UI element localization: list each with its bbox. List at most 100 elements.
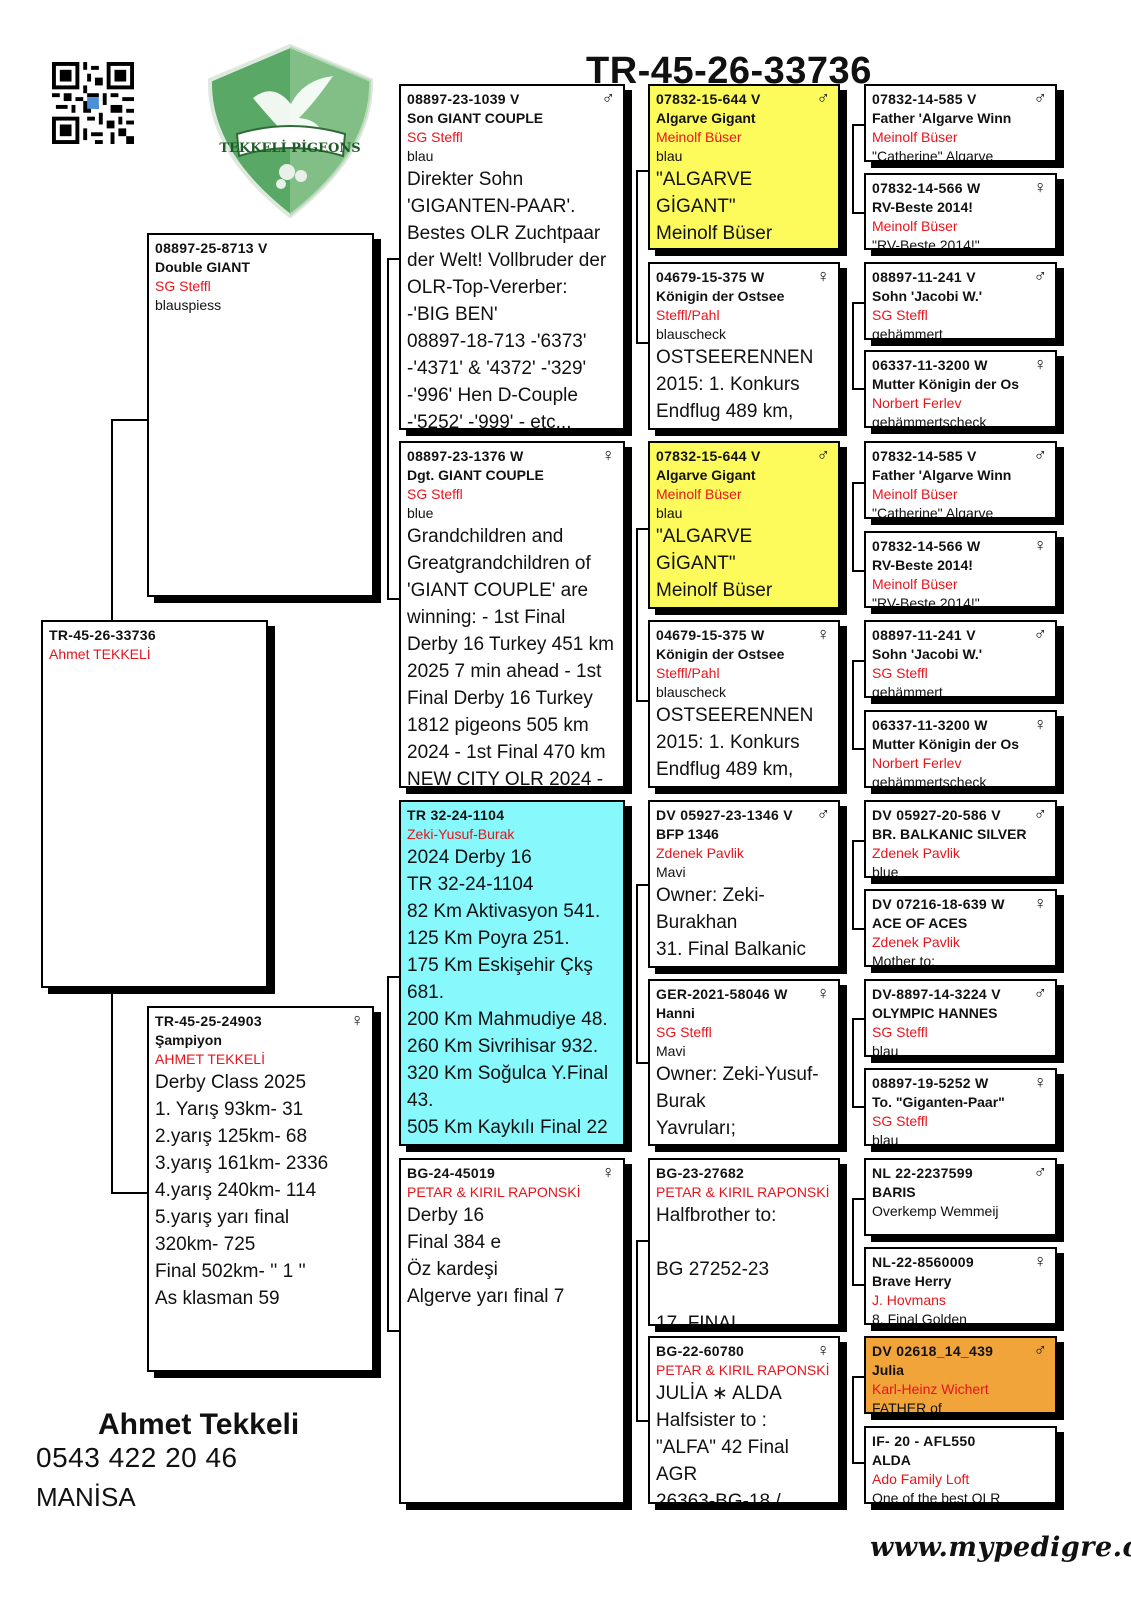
- ring-number: NL-22-8560009: [872, 1254, 974, 1270]
- dss-card[interactable]: ♂ DV 05927-23-1346 V BFP 1346 Zdenek Pav…: [648, 800, 840, 968]
- pigeon-name: RV-Beste 2014!: [872, 557, 973, 573]
- female-icon: ♀: [1033, 1251, 1048, 1271]
- g4-card-4[interactable]: ♀ 06337-11-3200 W Mutter Königin der Os …: [864, 350, 1057, 428]
- g4-card-14[interactable]: ♀ NL-22-8560009 Brave Herry J. Hovmans 8…: [864, 1247, 1057, 1325]
- ring-number: 04679-15-375 W: [656, 627, 765, 643]
- pigeon-name: Königin der Ostsee: [656, 646, 785, 662]
- pigeon-name: ALDA: [872, 1452, 911, 1468]
- color: blue: [872, 864, 899, 878]
- ring-number: NL 22-2237599: [872, 1165, 973, 1181]
- g4-card-9[interactable]: ♂ DV 05927-20-586 V BR. BALKANIC SILVER …: [864, 800, 1057, 878]
- pigeon-name: Hanni: [656, 1005, 695, 1021]
- color: blau: [656, 505, 683, 521]
- subject-card[interactable]: TR-45-26-33736 Ahmet TEKKELİ: [41, 620, 268, 988]
- male-icon: ♂: [1033, 624, 1048, 644]
- breeder: Zeki-Yusuf-Burak: [407, 826, 515, 842]
- male-icon: ♂: [1033, 88, 1048, 108]
- ring-number: BG-24-45019: [407, 1165, 496, 1181]
- male-icon: ♂: [1033, 266, 1048, 286]
- male-icon: ♂: [1033, 445, 1048, 465]
- color: gehämmert: [872, 684, 943, 698]
- sdd-card[interactable]: ♀ 04679-15-375 W Königin der Ostsee Stef…: [648, 620, 840, 788]
- breeder: Karl-Heinz Wichert: [872, 1381, 989, 1397]
- color: "Catherine" Algarve: [872, 505, 994, 519]
- g4-card-5[interactable]: ♂ 07832-14-585 V Father 'Algarve Winn Me…: [864, 441, 1057, 519]
- sire-card[interactable]: 08897-25-8713 V Double GIANT SG Steffl b…: [147, 233, 374, 597]
- ring-number: BG-22-60780: [656, 1343, 745, 1359]
- female-icon: ♀: [1033, 535, 1048, 555]
- ring-number: TR 32-24-1104: [407, 807, 505, 823]
- g4-card-7[interactable]: ♂ 08897-11-241 V Sohn 'Jacobi W.' SG Ste…: [864, 620, 1057, 698]
- breeder: Meinolf Büser: [872, 576, 958, 592]
- ssd-card[interactable]: ♀ 04679-15-375 W Königin der Ostsee Stef…: [648, 262, 840, 430]
- pigeon-name: Brave Herry: [872, 1273, 952, 1289]
- breeder: SG Steffl: [872, 1024, 928, 1040]
- ring-number: BG-23-27682: [656, 1165, 745, 1181]
- dsd-card[interactable]: ♀ GER-2021-58046 W Hanni SG Steffl Mavi …: [648, 979, 840, 1146]
- pigeon-name: OLYMPIC HANNES: [872, 1005, 998, 1021]
- g4-card-16[interactable]: IF- 20 - AFL550 ALDA Ado Family Loft One…: [864, 1426, 1057, 1504]
- g4-card-3[interactable]: ♂ 08897-11-241 V Sohn 'Jacobi W.' SG Ste…: [864, 262, 1057, 340]
- pigeon-name: RV-Beste 2014!: [872, 199, 973, 215]
- breeder: SG Steffl: [407, 129, 463, 145]
- color: blau: [872, 1132, 899, 1146]
- g4-card-8[interactable]: ♀ 06337-11-3200 W Mutter Königin der Os …: [864, 710, 1057, 788]
- ring-number: DV 05927-20-586 V: [872, 807, 1001, 823]
- pigeon-name: BFP 1346: [656, 826, 719, 842]
- website-link[interactable]: www.mypedigre.com: [870, 1532, 1131, 1563]
- ring-number: 07832-15-644 V: [656, 448, 761, 464]
- g4-card-1[interactable]: ♂ 07832-14-585 V Father 'Algarve Winn Me…: [864, 84, 1057, 162]
- ring-number: 07832-14-566 W: [872, 180, 981, 196]
- breeder: Zdenek Pavlik: [872, 845, 960, 861]
- breeder: Steffl/Pahl: [656, 665, 720, 681]
- g4-card-2[interactable]: ♀ 07832-14-566 W RV-Beste 2014! Meinolf …: [864, 173, 1057, 250]
- sds-card[interactable]: ♂ 07832-15-644 V Algarve Gigant Meinolf …: [648, 441, 840, 609]
- ring-number: GER-2021-58046 W: [656, 986, 788, 1002]
- breeder: PETAR & KIRIL RAPONSKİ: [407, 1184, 581, 1200]
- pigeon-name: Father 'Algarve Winn: [872, 110, 1012, 126]
- female-icon: ♀: [816, 983, 831, 1003]
- g4-card-10[interactable]: ♀ DV 07216-18-639 W ACE OF ACES Zdenek P…: [864, 889, 1057, 967]
- notes: 2024 Derby 16 TR 32-24-1104 82 Km Aktiva…: [407, 847, 609, 1138]
- breeder: SG Steffl: [155, 278, 211, 294]
- ddd-card[interactable]: ♀ BG-22-60780 PETAR & KIRIL RAPONSKİ JUL…: [648, 1336, 840, 1504]
- breeder: J. Hovmans: [872, 1292, 946, 1308]
- color: "Catherine" Algarve: [872, 148, 994, 162]
- pigeon-name: ACE OF ACES: [872, 915, 968, 931]
- ring-number: 07832-14-585 V: [872, 448, 977, 464]
- g4-card-13[interactable]: ♂ NL 22-2237599 BARIS Overkemp Wemmeij: [864, 1158, 1057, 1236]
- dam-card[interactable]: ♀ TR-45-25-24903 Şampiyon AHMET TEKKELİ …: [147, 1006, 374, 1372]
- male-icon: ♂: [816, 804, 831, 824]
- breeder: Zdenek Pavlik: [872, 934, 960, 950]
- dds-card[interactable]: BG-23-27682 PETAR & KIRIL RAPONSKİ Halfb…: [648, 1158, 840, 1326]
- pigeon-name: BARIS: [872, 1184, 916, 1200]
- breeder: Steffl/Pahl: [656, 307, 720, 323]
- breeder: AHMET TEKKELİ: [155, 1051, 265, 1067]
- svg-text:TEKKELİ PİGEONS: TEKKELİ PİGEONS: [219, 140, 360, 156]
- pigeon-name: Dgt. GIANT COUPLE: [407, 467, 544, 483]
- breeder: Ahmet TEKKELİ: [49, 646, 151, 662]
- ring-number: IF- 20 - AFL550: [872, 1433, 976, 1449]
- sss-card[interactable]: ♂ 07832-15-644 V Algarve Gigant Meinolf …: [648, 84, 840, 250]
- g4-card-11[interactable]: ♂ DV-8897-14-3224 V OLYMPIC HANNES SG St…: [864, 979, 1057, 1057]
- color: gehämmertscheck: [872, 414, 987, 428]
- breeder: PETAR & KIRIL RAPONSKİ: [656, 1184, 830, 1200]
- color: Mother to:: [872, 953, 936, 967]
- dam-dam-card[interactable]: ♀ BG-24-45019 PETAR & KIRIL RAPONSKİ Der…: [399, 1158, 625, 1504]
- ring-number: 06337-11-3200 W: [872, 357, 988, 373]
- sire-dam-card[interactable]: ♀ 08897-23-1376 W Dgt. GIANT COUPLE SG S…: [399, 441, 625, 788]
- breeder: SG Steffl: [872, 665, 928, 681]
- ring-number: TR-45-25-24903: [155, 1013, 262, 1029]
- color: blauscheck: [656, 326, 727, 342]
- dam-sire-card[interactable]: TR 32-24-1104 Zeki-Yusuf-Burak 2024 Derb…: [399, 800, 625, 1146]
- notes: "ALGARVE GİGANT" Meinolf Büser blau: [656, 169, 773, 244]
- g4-card-15[interactable]: ♂ DV 02618_14_439 Julia Karl-Heinz Wiche…: [864, 1336, 1057, 1414]
- g4-card-6[interactable]: ♀ 07832-14-566 W RV-Beste 2014! Meinolf …: [864, 531, 1057, 608]
- sire-sire-card[interactable]: ♂ 08897-23-1039 V Son GIANT COUPLE SG St…: [399, 84, 625, 430]
- ring-number: 08897-19-5252 W: [872, 1075, 989, 1091]
- color: blauspiess: [155, 297, 222, 313]
- g4-card-12[interactable]: ♀ 08897-19-5252 W To. "Giganten-Paar" SG…: [864, 1068, 1057, 1146]
- male-icon: ♂: [1033, 1340, 1048, 1360]
- breeder: Meinolf Büser: [872, 486, 958, 502]
- color: blue: [407, 505, 434, 521]
